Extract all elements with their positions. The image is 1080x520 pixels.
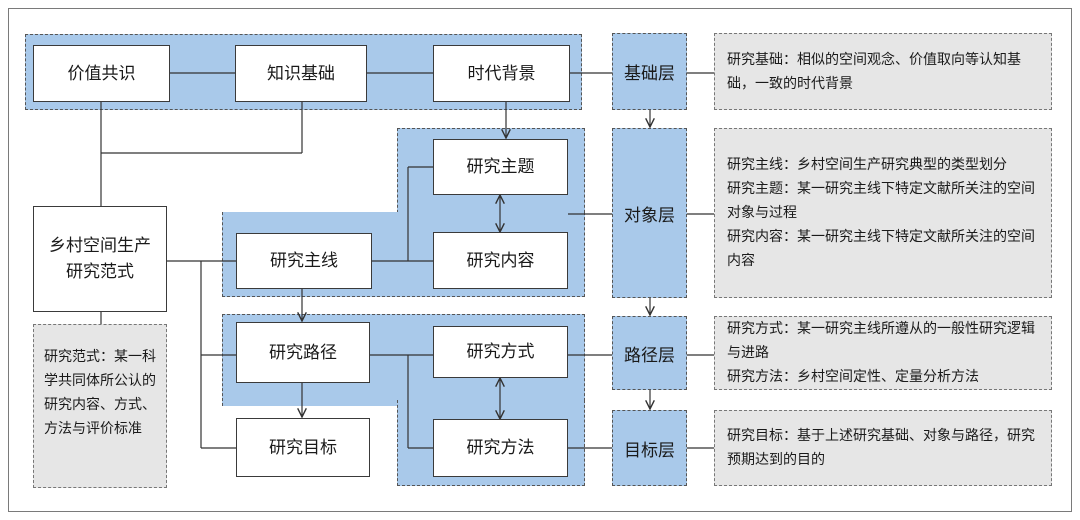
path-note-method: 研究方法：乡村空间定性、定量分析方法 <box>727 369 979 385</box>
method-box: 研究方法 <box>433 419 568 477</box>
goal-note: 研究目标：基于上述研究基础、对象与路径，研究预期达到的目的 <box>714 410 1052 486</box>
goal-layer-label: 目标层 <box>612 410 687 486</box>
mode-box: 研究方式 <box>433 326 568 378</box>
object-note: 研究主线：乡村空间生产研究典型的类型划分 研究主题：某一研究主线下特定文献所关注… <box>714 128 1052 298</box>
base-note-text: 研究基础：相似的空间观念、价值取向等认知基础，一致的时代背景 <box>727 51 1021 92</box>
object-layer-label: 对象层 <box>612 128 687 298</box>
object-note-theme: 研究主题：某一研究主线下特定文献所关注的空间对象与过程 <box>727 181 1035 221</box>
object-note-mainline: 研究主线：乡村空间生产研究典型的类型划分 <box>727 157 1007 173</box>
theme-box: 研究主题 <box>433 139 568 195</box>
era-box: 时代背景 <box>433 45 570 102</box>
path-note: 研究方式：某一研究主线所遵从的一般性研究逻辑与进路 研究方法：乡村空间定性、定量… <box>714 316 1052 390</box>
paradigm-box-line1: 乡村空间生产 <box>49 236 151 256</box>
path-note-mode: 研究方式：某一研究主线所遵从的一般性研究逻辑与进路 <box>727 321 1035 361</box>
path-layer-label: 路径层 <box>612 316 687 390</box>
object-note-content: 研究内容：某一研究主线下特定文献所关注的空间内容 <box>727 229 1035 269</box>
base-layer-label: 基础层 <box>612 33 687 110</box>
goal-box: 研究目标 <box>236 418 370 477</box>
mainline-box: 研究主线 <box>236 233 372 289</box>
base-note: 研究基础：相似的空间观念、价值取向等认知基础，一致的时代背景 <box>714 33 1052 110</box>
consensus-box: 价值共识 <box>33 45 170 102</box>
paradigm-note: 研究范式：某一科学共同体所公认的研究内容、方式、方法与评价标准 <box>33 324 167 488</box>
goal-note-text: 研究目标：基于上述研究基础、对象与路径，研究预期达到的目的 <box>727 428 1035 468</box>
diagram-frame <box>8 8 1072 512</box>
paradigm-note-text: 研究范式：某一科学共同体所公认的研究内容、方式、方法与评价标准 <box>44 349 156 437</box>
path-box: 研究路径 <box>236 322 370 383</box>
knowledge-box: 知识基础 <box>235 45 367 102</box>
content-box: 研究内容 <box>433 232 568 289</box>
paradigm-box: 乡村空间生产 研究范式 <box>33 206 167 312</box>
paradigm-box-line2: 研究范式 <box>66 262 134 282</box>
